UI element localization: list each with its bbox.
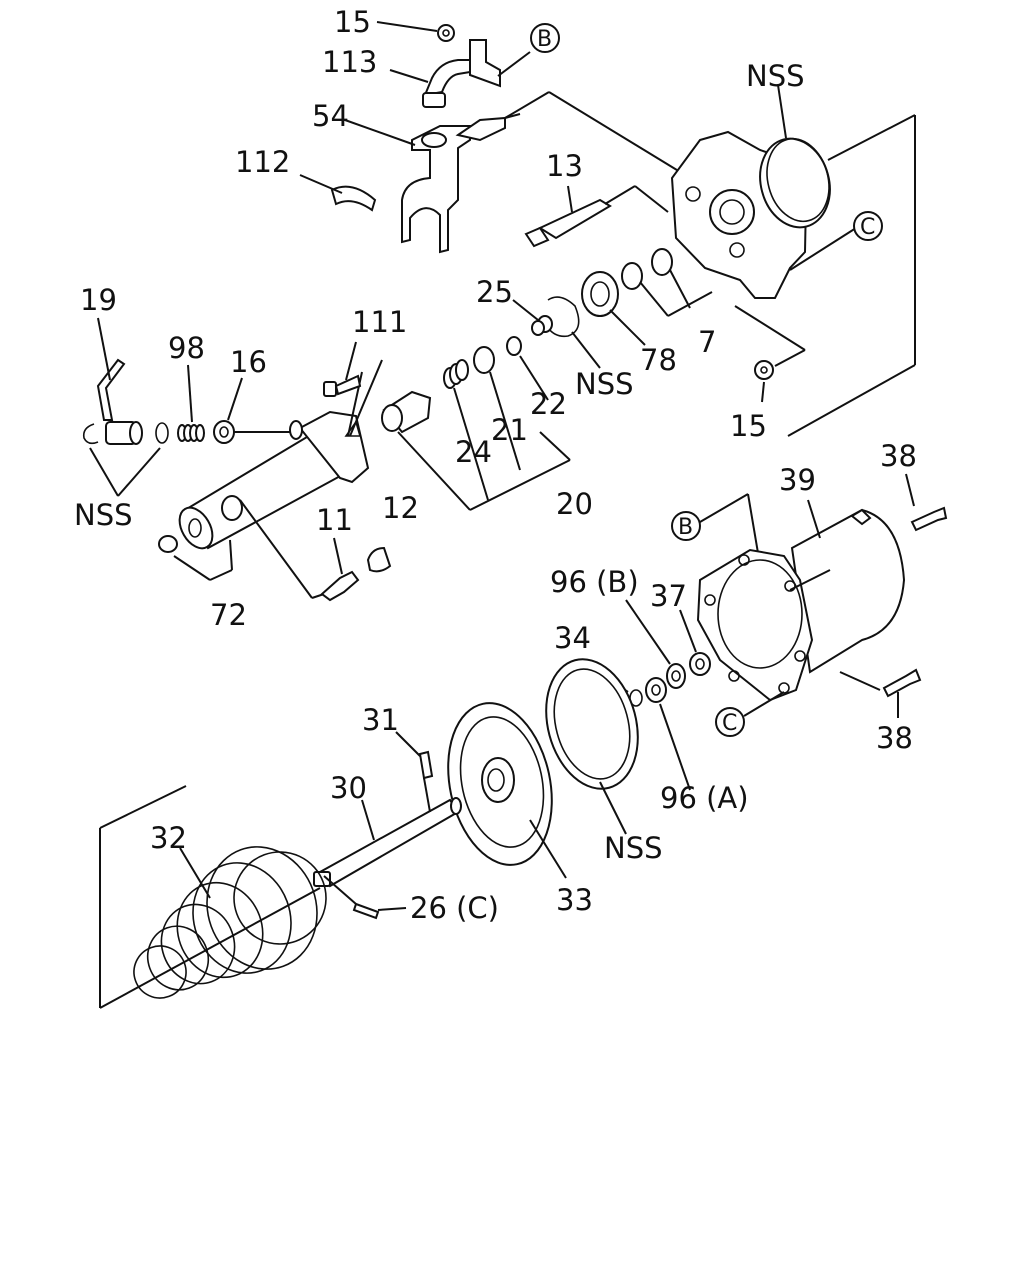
pad-112 <box>299 174 377 212</box>
callout-22: 22 <box>530 387 567 421</box>
callout-30: 30 <box>330 771 367 805</box>
spring-25 <box>512 299 553 336</box>
callout-16: 16 <box>230 345 267 379</box>
callout-nss-mid: NSS <box>575 367 634 401</box>
bracket-b <box>469 23 560 88</box>
nut-15-top <box>376 21 455 42</box>
pin-26c <box>323 875 407 920</box>
callout-98: 98 <box>168 331 205 365</box>
callout-nss-top: NSS <box>746 59 805 93</box>
nut-15-bottom <box>734 305 806 403</box>
callout-37: 37 <box>650 579 687 613</box>
callout-25: 25 <box>476 275 513 309</box>
callout-24: 24 <box>455 435 492 469</box>
callout-38-top: 38 <box>880 439 917 473</box>
callout-12: 12 <box>382 491 419 525</box>
pipe-113 <box>389 59 474 108</box>
callout-112: 112 <box>235 145 290 179</box>
callout-21: 21 <box>491 413 528 447</box>
nut-37 <box>679 609 711 676</box>
callout-54: 54 <box>312 99 349 133</box>
callout-38-bottom: 38 <box>876 721 913 755</box>
seal-78 <box>581 271 646 346</box>
chamber-39 <box>696 499 906 702</box>
callout-96a: 96 (A) <box>660 781 749 815</box>
ref-c-top-label: C <box>860 215 875 240</box>
cap-12 <box>366 546 392 573</box>
callout-113: 113 <box>322 45 377 79</box>
spring-98 <box>177 364 205 442</box>
callout-96b: 96 (B) <box>550 565 639 599</box>
callout-13: 13 <box>546 149 583 183</box>
callout-nss-lower: NSS <box>604 831 663 865</box>
shift-fork-54 <box>344 91 691 254</box>
callout-32: 32 <box>150 821 187 855</box>
ref-b-top: B <box>537 27 552 52</box>
callout-111: 111 <box>352 305 407 339</box>
washer-96b <box>625 599 686 689</box>
plate-housing <box>670 130 831 299</box>
ref-b-lower-label: B <box>678 515 693 540</box>
callout-34: 34 <box>554 621 591 655</box>
callout-nss-left: NSS <box>74 498 133 532</box>
callout-31: 31 <box>362 703 399 737</box>
spring-32 <box>99 785 327 1009</box>
ref-c-lower <box>715 691 785 737</box>
ref-c-lower-label: C <box>722 711 737 736</box>
bushing-7 <box>621 248 713 317</box>
ref-c-top <box>789 211 883 271</box>
fitting-72 <box>158 535 233 581</box>
diaphragm-nss <box>545 658 639 835</box>
bolt-111 <box>323 341 362 397</box>
callout-39: 39 <box>779 463 816 497</box>
callout-72: 72 <box>210 598 247 632</box>
bolt-38-bottom <box>839 668 922 718</box>
pin-31 <box>395 731 434 780</box>
cylinder-72 <box>178 359 383 599</box>
rod-30 <box>313 777 462 888</box>
piston-plate-33 <box>447 702 567 879</box>
washer-96a <box>645 677 691 791</box>
callout-78: 78 <box>640 343 677 377</box>
callout-15-bottom: 15 <box>730 409 767 443</box>
oring-nss-top <box>766 84 830 223</box>
bleeder-11 <box>320 537 360 602</box>
callout-20: 20 <box>556 487 593 521</box>
piston-20-kit <box>381 336 571 511</box>
union-nss-left <box>82 421 169 497</box>
pipe-19 <box>96 317 126 421</box>
bracket-lines-right <box>787 114 916 437</box>
bolt-13 <box>524 185 669 248</box>
callout-15-top: 15 <box>334 5 371 39</box>
callout-26c: 26 (C) <box>410 891 499 925</box>
callout-7: 7 <box>698 325 716 359</box>
callout-11: 11 <box>316 503 353 537</box>
seat-16 <box>213 377 292 444</box>
callout-33: 33 <box>556 883 593 917</box>
bolt-38-top <box>905 473 948 532</box>
callout-19: 19 <box>80 283 117 317</box>
snapring-nss-mid <box>547 296 601 369</box>
